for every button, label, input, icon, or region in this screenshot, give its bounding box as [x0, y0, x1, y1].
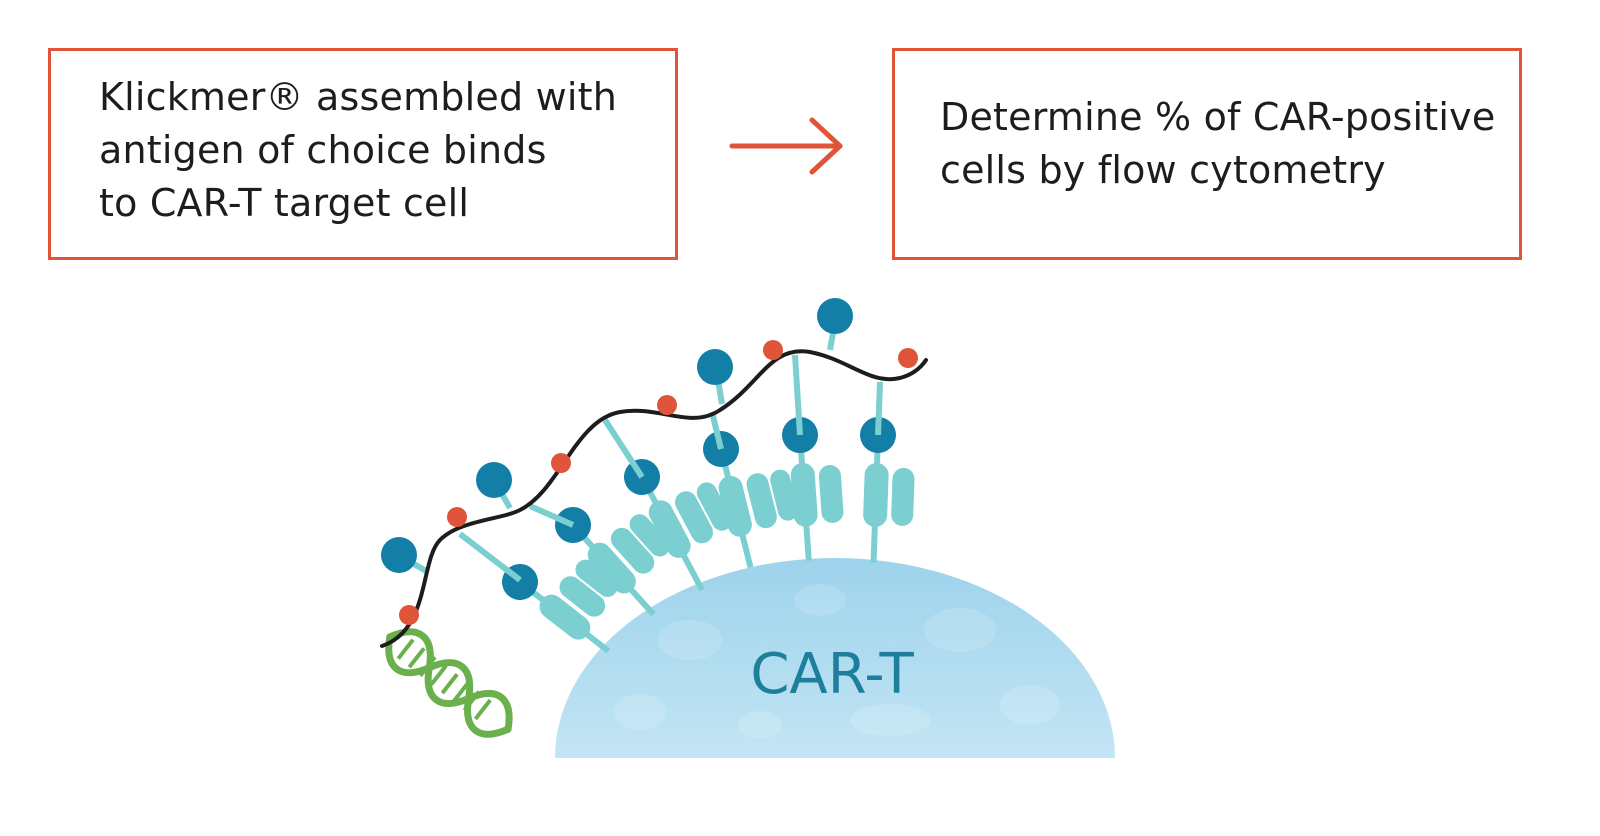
step-1-line: Klickmer® assembled with [99, 75, 617, 119]
car-receptor [782, 417, 844, 561]
step-2-box: Determine % of CAR-positive cells by flo… [892, 48, 1522, 260]
step-1-text: Klickmer® assembled with antigen of choi… [99, 71, 617, 230]
step-2-line: Determine % of CAR-positive [940, 95, 1496, 139]
right-arrow-icon [729, 117, 843, 175]
cell-label: CAR-T [750, 642, 914, 707]
car-receptor [703, 431, 798, 569]
step-1-line: antigen of choice binds [99, 128, 547, 172]
step-2-line: cells by flow cytometry [940, 148, 1386, 192]
step-1-box: Klickmer® assembled with antigen of choi… [48, 48, 678, 260]
label-dots [399, 340, 918, 625]
car-t-cell [555, 558, 1115, 758]
antigens [381, 298, 853, 573]
cell-texture [614, 584, 1060, 739]
car-receptor [860, 417, 915, 564]
car-receptor [502, 559, 618, 654]
step-2-text: Determine % of CAR-positive cells by flo… [940, 91, 1495, 197]
car-receptors [502, 417, 915, 654]
dna-helix [385, 628, 513, 738]
step-1-line: to CAR-T target cell [99, 181, 470, 225]
klickmer-backbone [380, 349, 928, 648]
